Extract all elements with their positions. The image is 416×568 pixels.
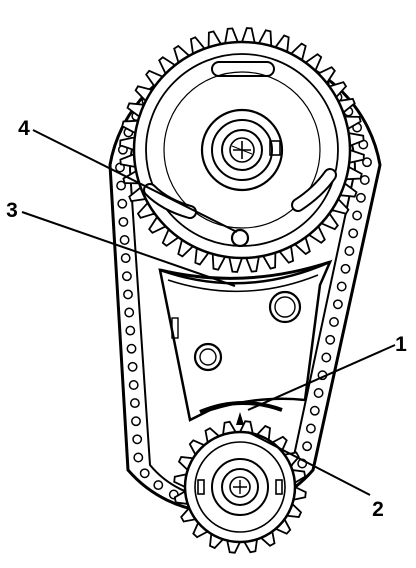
callout-leader-2 (247, 431, 371, 496)
chain-link-pin (321, 352, 332, 363)
chain-link-pin (325, 334, 336, 345)
chain-link-pin (139, 468, 150, 479)
chain-link-pin (329, 317, 339, 327)
camshaft-timing-mark (230, 228, 250, 248)
callout-1: 1 (395, 333, 407, 356)
chain-link-pin (344, 246, 355, 256)
chain-link-pin (125, 325, 136, 336)
chain-link-pin (129, 398, 140, 409)
callout-leader-3 (21, 211, 236, 287)
chain-link-pin (128, 380, 139, 390)
crankshaft-timing-mark (236, 412, 244, 425)
callout-3: 3 (6, 199, 18, 222)
chain-link-pin (127, 361, 138, 372)
callout-leader-1 (247, 344, 396, 411)
chain-guide-shoe (199, 401, 283, 414)
chain-link-pin (359, 175, 370, 185)
chain-link-pin (336, 281, 347, 292)
cam-slot-top (211, 61, 275, 77)
chain-dampener (158, 259, 333, 422)
chain-link-pin (309, 405, 320, 416)
chain-link-pin (118, 216, 129, 227)
chain-link-pin (126, 343, 137, 354)
chain-link-pin (132, 434, 143, 445)
chain-link-pin (332, 299, 343, 310)
chain-link-pin (305, 423, 316, 434)
chain-link-pin (362, 157, 372, 168)
chain-link-pin (116, 180, 127, 191)
chain-link-pin (313, 388, 324, 398)
chain-link-pin (340, 263, 351, 274)
camshaft-sprocket (119, 27, 365, 273)
chain-link-pin (131, 416, 141, 427)
chain-link-pin (302, 441, 313, 452)
chain-link-pin (123, 289, 133, 300)
crankshaft-sprocket (173, 412, 307, 554)
chain-link-pin (121, 271, 132, 282)
callout-2: 2 (372, 498, 384, 521)
chain-link-pin (352, 210, 363, 221)
chain-link-pin (355, 192, 366, 203)
chain-link-pin (117, 198, 128, 209)
callout-leader-4 (32, 129, 238, 233)
callout-4: 4 (18, 117, 30, 140)
chain-link-pin (124, 307, 135, 318)
chain-link-pin (348, 228, 359, 239)
chain-link-pin (120, 253, 131, 264)
chain-link-pin (153, 480, 164, 491)
chain-link-pin (119, 235, 130, 245)
chain-link-pin (133, 452, 144, 463)
